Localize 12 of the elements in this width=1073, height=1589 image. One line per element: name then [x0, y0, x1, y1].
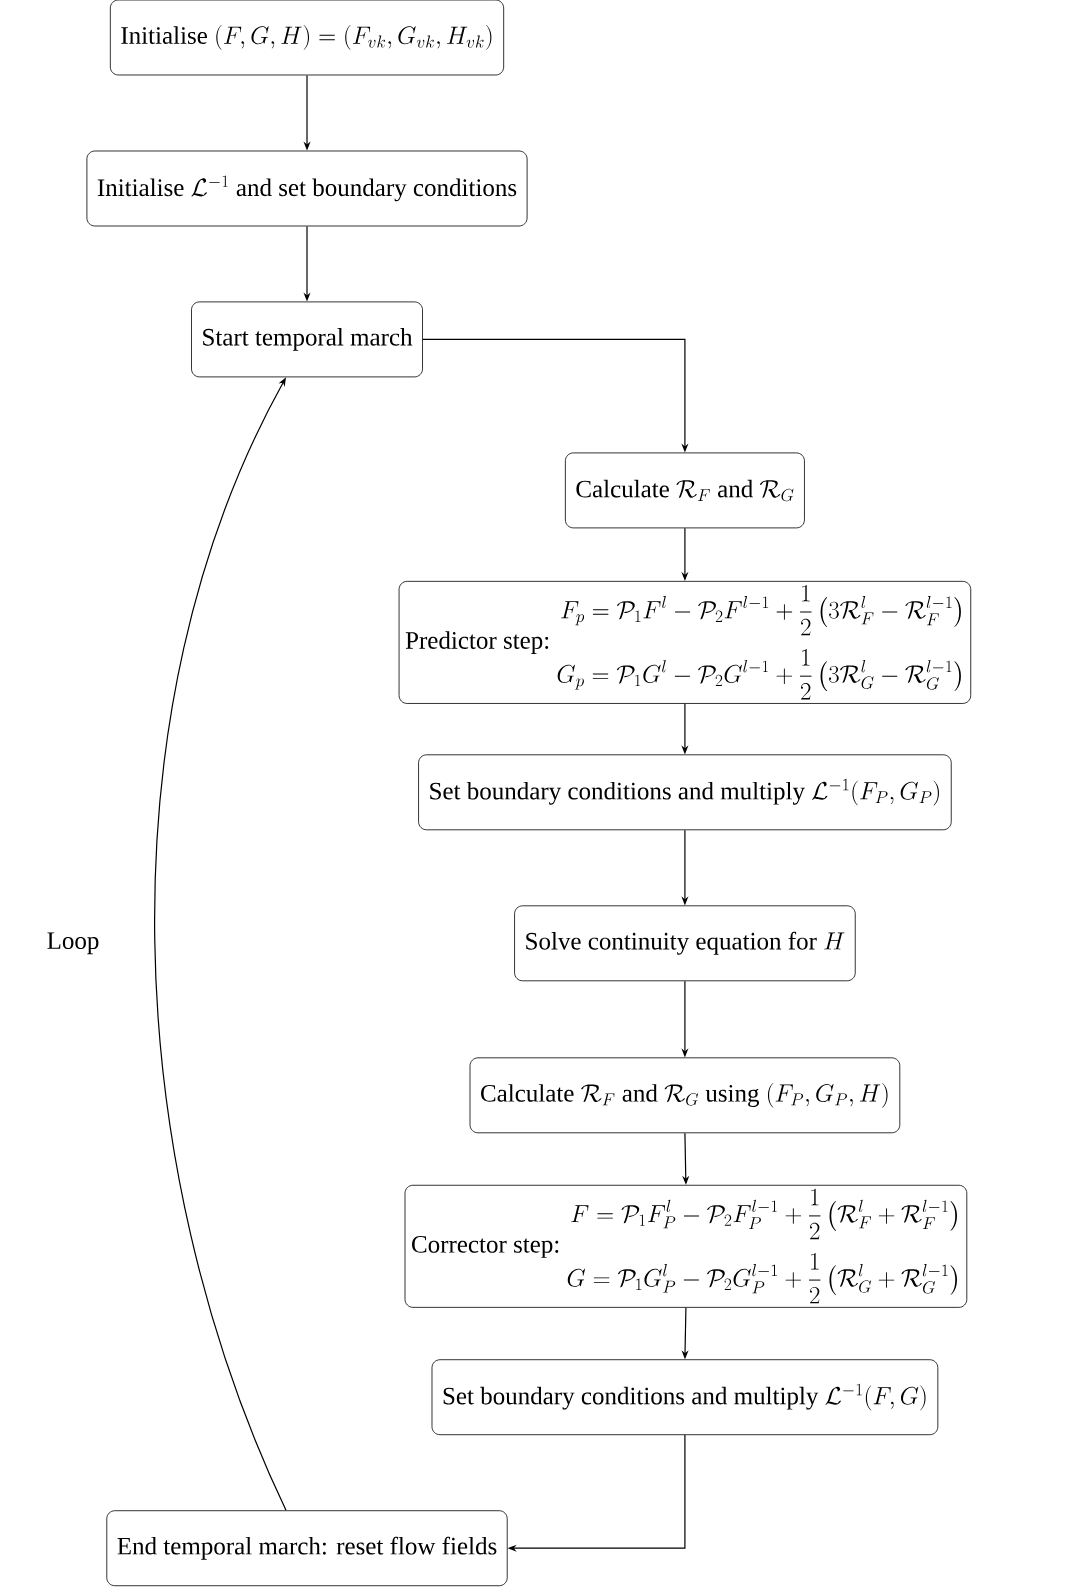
process-box: $\text{Set boundary conditions and multiply }\mathcal{L}^{-1}(F_P,G_P)$	[418, 754, 952, 831]
process-box: Start temporal march	[191, 301, 423, 378]
process-box: $\text{Set boundary conditions and multiply }\mathcal{L}^{-1}(F,G)$	[431, 1359, 939, 1436]
process-box: $\text{Calculate }\mathcal{R}_F\text{ and }\mathcal{R}_G\text{ using }(F_P,G_P,H)$	[469, 1057, 901, 1134]
process-box: $\text{Solve continuity equation for }H$	[514, 905, 856, 982]
edge-label: Loop	[44, 930, 102, 957]
process-box: End temporal march: reset flow fields	[106, 1510, 508, 1587]
process-box: $\text{Initialise }\mathcal{L}^{-1}\text{ and set boundary conditions}$	[86, 150, 528, 227]
process-box: Corrector step: $F=\mathcal{P}_1F_P^l-\mathcal{P}_2F_P^{l-1}+\frac{1}{2}\left(\mathcal{R}_F^l+\mathcal{R}_F^{l-1}\right)$ $G=\mathcal{P}_1G_P^l-\mathcal{P}_2G_P^{l-1}+\frac{1}{2}\left(\mathcal{R}_G^l+\mathcal{R}_G^{l-1}\right)$	[404, 1184, 968, 1308]
process-box: $\text{Initialise }(F,G,H)=(F_{vk},G_{vk},H_{vk})$	[109, 0, 505, 76]
process-box: $\text{Calculate }\mathcal{R}_F\text{ and }\mathcal{R}_G$	[564, 452, 805, 529]
process-box: Predictor step: $F_p=\mathcal{P}_1F^l-\mathcal{P}_2F^{l-1}+\frac{1}{2}\left(3\mathcal{R}_F^l-\mathcal{R}_F^{l-1}\right)$ $G_p=\mathcal{P}_1G^l-\mathcal{P}_2G^{l-1}+\frac{1}{2}\left(3\mathcal{R}_G^l-\mathcal{R}_G^{l-1}\right)$	[398, 580, 972, 704]
